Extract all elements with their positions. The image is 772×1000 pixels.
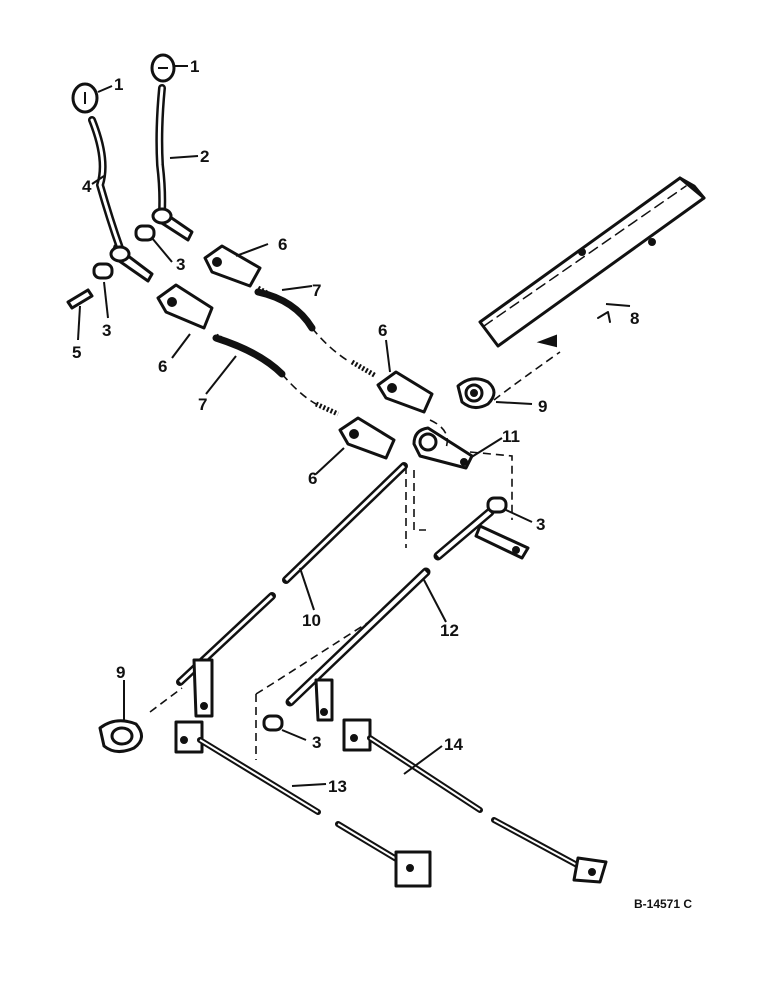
clevis-left — [156, 283, 214, 330]
callout-6-left: 6 — [158, 357, 167, 376]
shaft-right — [285, 507, 530, 722]
assembly-lines — [149, 351, 561, 760]
bushing-right — [486, 496, 508, 514]
shield — [478, 176, 706, 348]
callout-1b: 1 — [190, 57, 199, 76]
callout-14: 14 — [444, 735, 463, 754]
bushing-lower-left — [92, 262, 114, 280]
callout-6-mid: 6 — [378, 321, 387, 340]
callout-6-upper: 6 — [278, 235, 287, 254]
callout-3-lower-left: 3 — [102, 321, 111, 340]
bushing-upper — [134, 224, 156, 242]
pin — [66, 288, 94, 310]
lever-right — [151, 84, 194, 242]
callout-10: 10 — [302, 611, 321, 630]
callout-3-right: 3 — [536, 515, 545, 534]
callout-9-right: 9 — [538, 397, 547, 416]
callout-11: 11 — [502, 427, 520, 446]
callout-13: 13 — [328, 777, 347, 796]
clevis-upper — [203, 244, 262, 288]
callout-6-lower: 6 — [308, 469, 317, 488]
reference-code: B-14571 C — [634, 897, 692, 911]
callout-12: 12 — [440, 621, 459, 640]
bearing-left — [98, 719, 143, 753]
link-left — [174, 720, 432, 888]
rod-upper — [254, 285, 378, 379]
callout-3-bottom: 3 — [312, 733, 321, 752]
link-right — [342, 718, 608, 884]
callout-9-left: 9 — [116, 663, 125, 682]
leader-lines — [77, 65, 631, 787]
callout-1a: 1 — [114, 75, 123, 94]
clevis-mid — [376, 370, 434, 414]
callout-2: 2 — [200, 147, 209, 166]
bushing-bottom — [262, 714, 284, 732]
callout-7-lower: 7 — [198, 395, 207, 414]
callouts: 1 1 2 3 4 3 5 6 7 6 7 6 8 9 11 6 3 10 12… — [72, 57, 692, 911]
clevis-lower — [338, 416, 396, 460]
knob-right — [150, 53, 176, 83]
knob-left — [71, 82, 99, 114]
shaft-left — [176, 462, 408, 718]
callout-3-upper: 3 — [176, 255, 185, 274]
callout-5: 5 — [72, 343, 81, 362]
bearing-right — [456, 377, 496, 409]
callout-7-upper: 7 — [312, 281, 321, 300]
arm — [412, 426, 474, 470]
rod-lower — [212, 333, 340, 417]
callout-8: 8 — [630, 309, 639, 328]
callout-4: 4 — [82, 177, 92, 196]
lever-left — [88, 116, 154, 283]
